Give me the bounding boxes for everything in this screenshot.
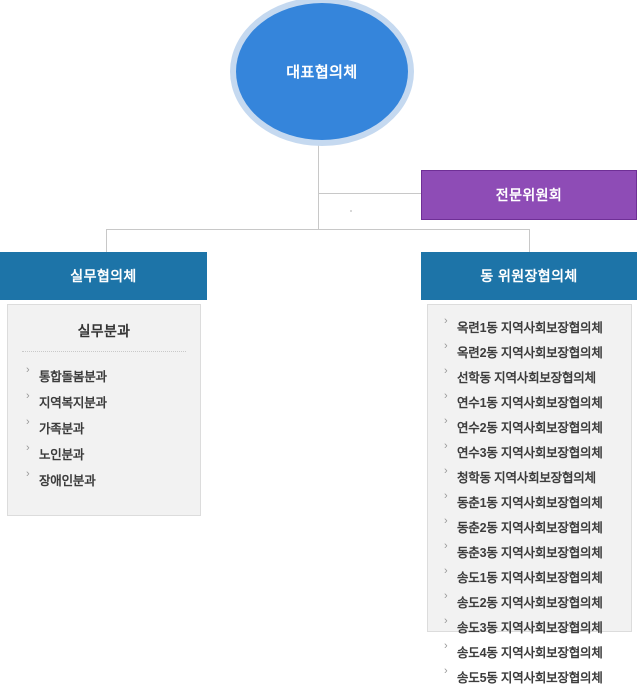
list-item[interactable]: › 연수3동 지역사회보장협의체 (444, 440, 631, 461)
chevron-right-icon: › (444, 490, 448, 502)
chevron-right-icon: › (26, 416, 30, 428)
list-item[interactable]: › 송도1동 지역사회보장협의체 (444, 565, 631, 586)
root-node-label: 대표협의체 (286, 64, 358, 81)
chevron-right-icon: › (26, 364, 30, 376)
chevron-right-icon: › (444, 440, 448, 452)
list-item-label: 송도4동 지역사회보장협의체 (457, 646, 603, 660)
connector-left-drop (106, 229, 107, 253)
list-item[interactable]: › 송도5동 지역사회보장협의체 (444, 665, 631, 686)
list-item[interactable]: › 노인분과 (26, 442, 200, 463)
organization-chart: 대표협의체 전문위원회 실무협의체 동 위원장협의체 실무분과 › 통합돌봄분과 … (0, 3, 637, 685)
list-item-label: 송도5동 지역사회보장협의체 (457, 671, 603, 685)
expert-committee-label: 전문위원회 (495, 187, 563, 203)
list-item[interactable]: › 송도4동 지역사회보장협의체 (444, 640, 631, 661)
chevron-right-icon: › (26, 442, 30, 454)
panel-practical-subcommittees: 실무분과 › 통합돌봄분과 › 지역복지분과 › 가족분과 › 노인분과 › 장애인분과 (7, 304, 201, 516)
list-item-label: 장애인분과 (39, 474, 96, 488)
chevron-right-icon: › (444, 640, 448, 652)
list-item-label: 연수1동 지역사회보장협의체 (457, 396, 603, 410)
chevron-right-icon: › (444, 540, 448, 552)
list-item[interactable]: › 옥련1동 지역사회보장협의체 (444, 315, 631, 336)
chevron-right-icon: › (444, 515, 448, 527)
list-item[interactable]: › 연수1동 지역사회보장협의체 (444, 390, 631, 411)
list-item[interactable]: › 통합돌봄분과 (26, 364, 200, 385)
list-item[interactable]: › 연수2동 지역사회보장협의체 (444, 415, 631, 436)
list-item[interactable]: › 송도3동 지역사회보장협의체 (444, 615, 631, 636)
list-item-label: 지역복지분과 (39, 396, 107, 410)
connector-crossbar (106, 229, 530, 230)
list-item-label: 가족분과 (39, 422, 85, 436)
chevron-right-icon: › (26, 390, 30, 402)
connector-right-drop (529, 229, 530, 253)
list-item-label: 청학동 지역사회보장협의체 (457, 471, 596, 485)
list-item[interactable]: › 동춘2동 지역사회보장협의체 (444, 515, 631, 536)
root-node-representative-council[interactable]: 대표협의체 (236, 3, 408, 140)
list-item-label: 선학동 지역사회보장협의체 (457, 371, 596, 385)
list-item-label: 동춘2동 지역사회보장협의체 (457, 521, 603, 535)
connector-root-to-expert (318, 193, 422, 194)
list-item[interactable]: › 동춘3동 지역사회보장협의체 (444, 540, 631, 561)
list-item-label: 옥련1동 지역사회보장협의체 (457, 321, 603, 335)
list-item-label: 연수2동 지역사회보장협의체 (457, 421, 603, 435)
list-item-label: 옥련2동 지역사회보장협의체 (457, 346, 603, 360)
list-item-label: 동춘1동 지역사회보장협의체 (457, 496, 603, 510)
list-item[interactable]: › 선학동 지역사회보장협의체 (444, 365, 631, 386)
list-item-label: 통합돌봄분과 (39, 370, 107, 384)
chevron-right-icon: › (444, 315, 448, 327)
list-item-label: 동춘3동 지역사회보장협의체 (457, 546, 603, 560)
chevron-right-icon: › (26, 468, 30, 480)
list-item[interactable]: › 가족분과 (26, 416, 200, 437)
panel-dong-councils: › 옥련1동 지역사회보장협의체 › 옥련2동 지역사회보장협의체 › 선학동 지역사… (427, 304, 632, 685)
list-item-label: 노인분과 (39, 448, 85, 462)
chevron-right-icon: › (444, 365, 448, 377)
list-item[interactable]: › 송도2동 지역사회보장협의체 (444, 590, 631, 611)
chevron-right-icon: › (444, 340, 448, 352)
dong-council-list: › 옥련1동 지역사회보장협의체 › 옥련2동 지역사회보장협의체 › 선학동 지역사… (428, 305, 631, 686)
list-item[interactable]: › 옥련2동 지역사회보장협의체 (444, 340, 631, 361)
dong-chair-council-label: 동 위원장협의체 (480, 268, 578, 284)
list-item[interactable]: › 장애인분과 (26, 468, 200, 489)
practical-council-label: 실무협의체 (70, 268, 137, 284)
list-item-label: 송도3동 지역사회보장협의체 (457, 621, 603, 635)
chevron-right-icon: › (444, 465, 448, 477)
chevron-right-icon: › (444, 415, 448, 427)
node-expert-committee[interactable]: 전문위원회 (421, 170, 637, 220)
list-item-label: 송도2동 지역사회보장협의체 (457, 596, 603, 610)
list-item[interactable]: › 지역복지분과 (26, 390, 200, 411)
node-practical-council[interactable]: 실무협의체 (0, 252, 207, 300)
list-item[interactable]: › 청학동 지역사회보장협의체 (444, 465, 631, 486)
chevron-right-icon: › (444, 665, 448, 677)
practical-subcommittee-list: › 통합돌봄분과 › 지역복지분과 › 가족분과 › 노인분과 › 장애인분과 (8, 364, 200, 489)
stray-dot-artifact (350, 210, 352, 212)
chevron-right-icon: › (444, 390, 448, 402)
chevron-right-icon: › (444, 615, 448, 627)
panel-title-practical: 실무분과 (77, 323, 131, 339)
connector-root-stem (318, 139, 319, 230)
node-dong-chair-council[interactable]: 동 위원장협의체 (421, 252, 637, 300)
list-item-label: 연수3동 지역사회보장협의체 (457, 446, 603, 460)
chevron-right-icon: › (444, 565, 448, 577)
list-item[interactable]: › 동춘1동 지역사회보장협의체 (444, 490, 631, 511)
chevron-right-icon: › (444, 590, 448, 602)
list-item-label: 송도1동 지역사회보장협의체 (457, 571, 603, 585)
panel-divider (22, 351, 186, 352)
